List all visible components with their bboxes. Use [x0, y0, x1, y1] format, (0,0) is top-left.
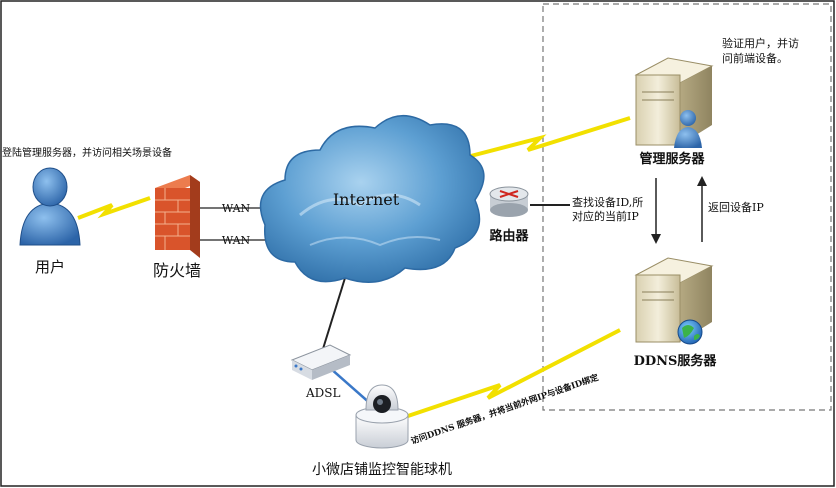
mgmt-server-icon [634, 57, 714, 148]
adsl-camera-line [329, 367, 373, 406]
camera-ddns-wireless-link [401, 328, 621, 420]
query-label-line2: 对应的当前IP [572, 209, 639, 223]
mgmt-server-label: 管理服务器 [639, 151, 705, 167]
user-firewall-wireless-link [77, 196, 151, 220]
router-label: 路由器 [489, 228, 529, 244]
globe-icon [677, 319, 703, 345]
camera-ddns-label: 访问DDNS 服务器，并将当前外网IP与设备ID绑定 [409, 372, 600, 447]
ddns-server-label: DDNS服务器 [634, 353, 718, 369]
mgmt-note-line2: 问前端设备。 [722, 51, 788, 65]
adsl-modem-icon [290, 344, 352, 380]
router-icon [489, 186, 529, 217]
firewall-label: 防火墙 [153, 261, 201, 280]
user-note: 登陆管理服务器，并访问相关场景设备 [2, 146, 172, 159]
internet-label: Internet [333, 190, 400, 209]
camera-label: 小微店铺监控智能球机 [312, 462, 452, 478]
wan-label-1: WAN [222, 202, 251, 215]
firewall-icon [155, 175, 200, 258]
internet-cloud [259, 114, 485, 283]
mgmt-note-line1: 验证用户，并访 [722, 36, 799, 50]
adsl-label: ADSL [305, 386, 341, 400]
internet-mgmt-wireless-link [462, 116, 631, 160]
query-label-line1: 查找设备ID,所 [572, 195, 643, 209]
camera-icon [355, 384, 409, 449]
query-arrow-head [651, 234, 661, 244]
server-region-box [542, 3, 832, 411]
ddns-server-icon [634, 257, 714, 345]
return-arrow-head [697, 176, 707, 186]
wan-label-2: WAN [222, 234, 251, 247]
user-label: 用户 [35, 258, 65, 276]
user-icon [19, 167, 81, 246]
return-label: 返回设备IP [708, 200, 764, 214]
admin-user-icon [674, 110, 702, 148]
internet-adsl-line [321, 277, 346, 353]
